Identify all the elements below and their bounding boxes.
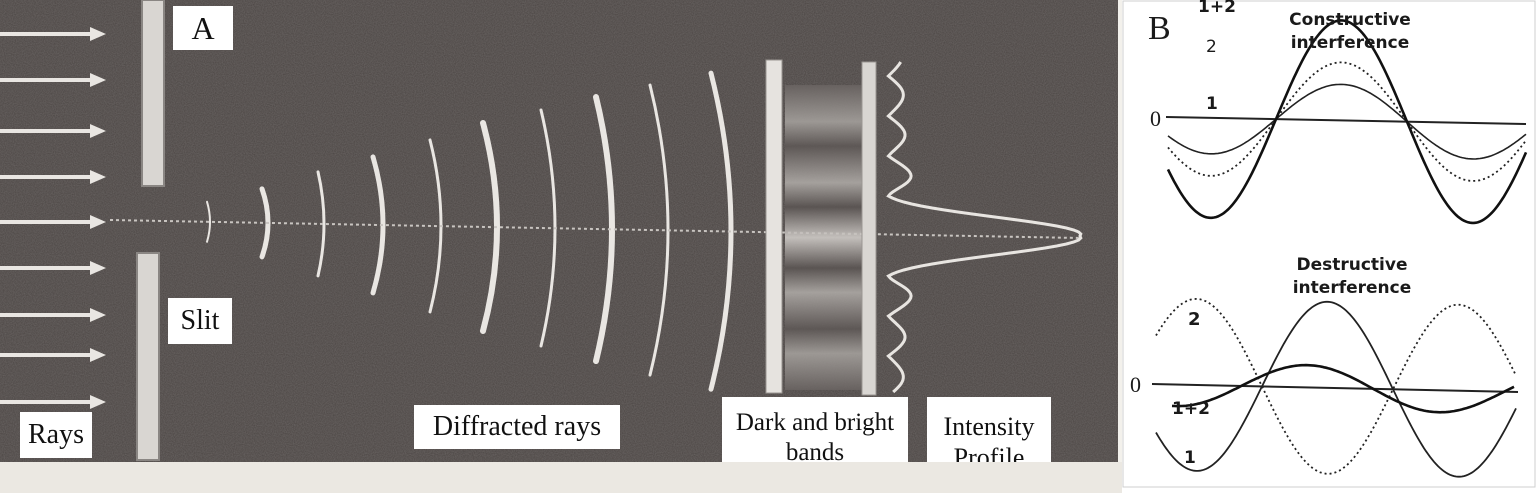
ray-arrowhead [90,395,106,409]
diffracted-rays-label: Diffracted rays [414,405,620,449]
grain-texture [0,0,1118,462]
destructive-wave-2 [1155,300,1517,478]
slit-barrier-top [141,0,165,187]
rays-label: Rays [20,412,92,458]
ray-arrowhead [90,73,106,87]
destructive-zero-label: 0 [1130,372,1141,397]
dark-bright-bands [785,85,865,390]
destructive-wave2-label: 2 [1188,309,1201,330]
bottom-strip [0,462,1122,493]
panel-a-label: A [173,6,233,50]
wavefront-arc [206,200,211,243]
constructive-sum-label: 1+2 [1198,0,1236,17]
wavefront-arc [316,170,326,278]
constructive-wave1-label: 1 [1206,94,1218,114]
slit-barrier-bottom [136,252,160,461]
constructive-wave2-label: 2 [1206,37,1217,57]
destructive-wave1-label: 1 [1184,448,1196,468]
intensity-profile-curve [886,61,1083,394]
ray-arrowhead [90,27,106,41]
destructive-sum-wave [1171,363,1515,414]
incoming-rays [0,27,106,409]
wavefront-arc [593,94,615,365]
ray-arrowhead [90,261,106,275]
constructive-sum-wave [1166,19,1528,225]
wavefront-arc [370,154,386,296]
ray-arrowhead [90,308,106,322]
panel-b-label: B [1148,10,1171,47]
interference-diagram [1122,0,1536,488]
constructive-zero-axis [1165,116,1527,125]
ray-arrowhead [90,124,106,138]
diffraction-diagram [0,0,1118,462]
destructive-sum-label: 1+2 [1172,399,1210,419]
destructive-wave-1 [1155,297,1517,475]
destructive-zero-axis [1151,383,1519,393]
screen-right-bar [861,61,877,396]
panel-b-border [1122,0,1536,488]
slit-label: Slit [168,298,232,344]
constructive-wave-1 [1167,83,1527,160]
panel-a-diffraction: A Slit Rays Diffracted rays Dark and bri… [0,0,1118,462]
ray-arrowhead [90,170,106,184]
wavefront-arc [708,70,734,392]
ray-arrowhead [90,215,106,229]
screen-left-bar [765,59,783,394]
ray-arrowhead [90,348,106,362]
constructive-wave-2 [1167,61,1527,182]
constructive-zero-label: 0 [1150,106,1161,131]
wavefront-arc [480,119,500,334]
